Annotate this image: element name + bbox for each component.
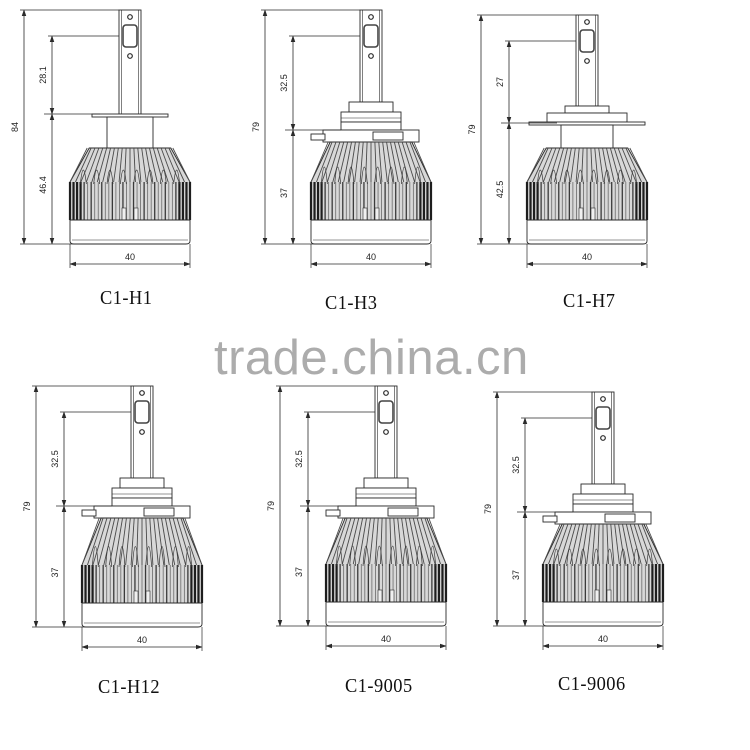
bulb-drawing-h12: 79 32.5 37 40 — [22, 385, 204, 651]
svg-text:40: 40 — [366, 252, 376, 262]
svg-text:84: 84 — [10, 122, 20, 132]
svg-text:28.1: 28.1 — [38, 66, 48, 84]
svg-text:32.5: 32.5 — [511, 456, 521, 474]
svg-text:79: 79 — [251, 122, 261, 132]
bulb-drawing-h7: 79 27 42.5 40 — [467, 14, 649, 268]
svg-text:32.5: 32.5 — [294, 450, 304, 468]
svg-text:40: 40 — [125, 252, 135, 262]
bulb-drawing-9006: 79 32.5 37 40 — [483, 391, 665, 650]
model-label-h7: C1-H7 — [563, 290, 616, 312]
model-label-9006: C1-9006 — [558, 673, 626, 695]
svg-text:37: 37 — [279, 188, 289, 198]
svg-text:79: 79 — [483, 504, 493, 514]
model-label-h3: C1-H3 — [325, 292, 378, 314]
svg-text:37: 37 — [50, 567, 60, 577]
svg-text:40: 40 — [381, 634, 391, 644]
svg-text:32.5: 32.5 — [279, 74, 289, 92]
svg-text:37: 37 — [511, 570, 521, 580]
watermark-text: trade.china.cn — [214, 331, 529, 385]
svg-text:42.5: 42.5 — [495, 181, 505, 199]
bulb-drawing-9005: 79 32.5 37 40 — [266, 385, 448, 650]
svg-text:37: 37 — [294, 567, 304, 577]
model-label-h12: C1-H12 — [98, 676, 161, 698]
svg-text:27: 27 — [495, 77, 505, 87]
svg-text:79: 79 — [266, 501, 276, 511]
model-label-9005: C1-9005 — [345, 675, 413, 697]
svg-text:79: 79 — [467, 124, 477, 134]
bulb-drawing-h3: 79 32.5 37 40 — [251, 9, 433, 268]
svg-text:40: 40 — [598, 634, 608, 644]
svg-text:46.4: 46.4 — [38, 176, 48, 194]
model-label-h1: C1-H1 — [100, 287, 153, 309]
svg-text:40: 40 — [137, 635, 147, 645]
svg-text:40: 40 — [582, 252, 592, 262]
svg-text:32.5: 32.5 — [50, 450, 60, 468]
bulb-drawing-h1: 84 28.1 46.4 40 — [10, 9, 192, 268]
svg-text:79: 79 — [22, 501, 32, 511]
